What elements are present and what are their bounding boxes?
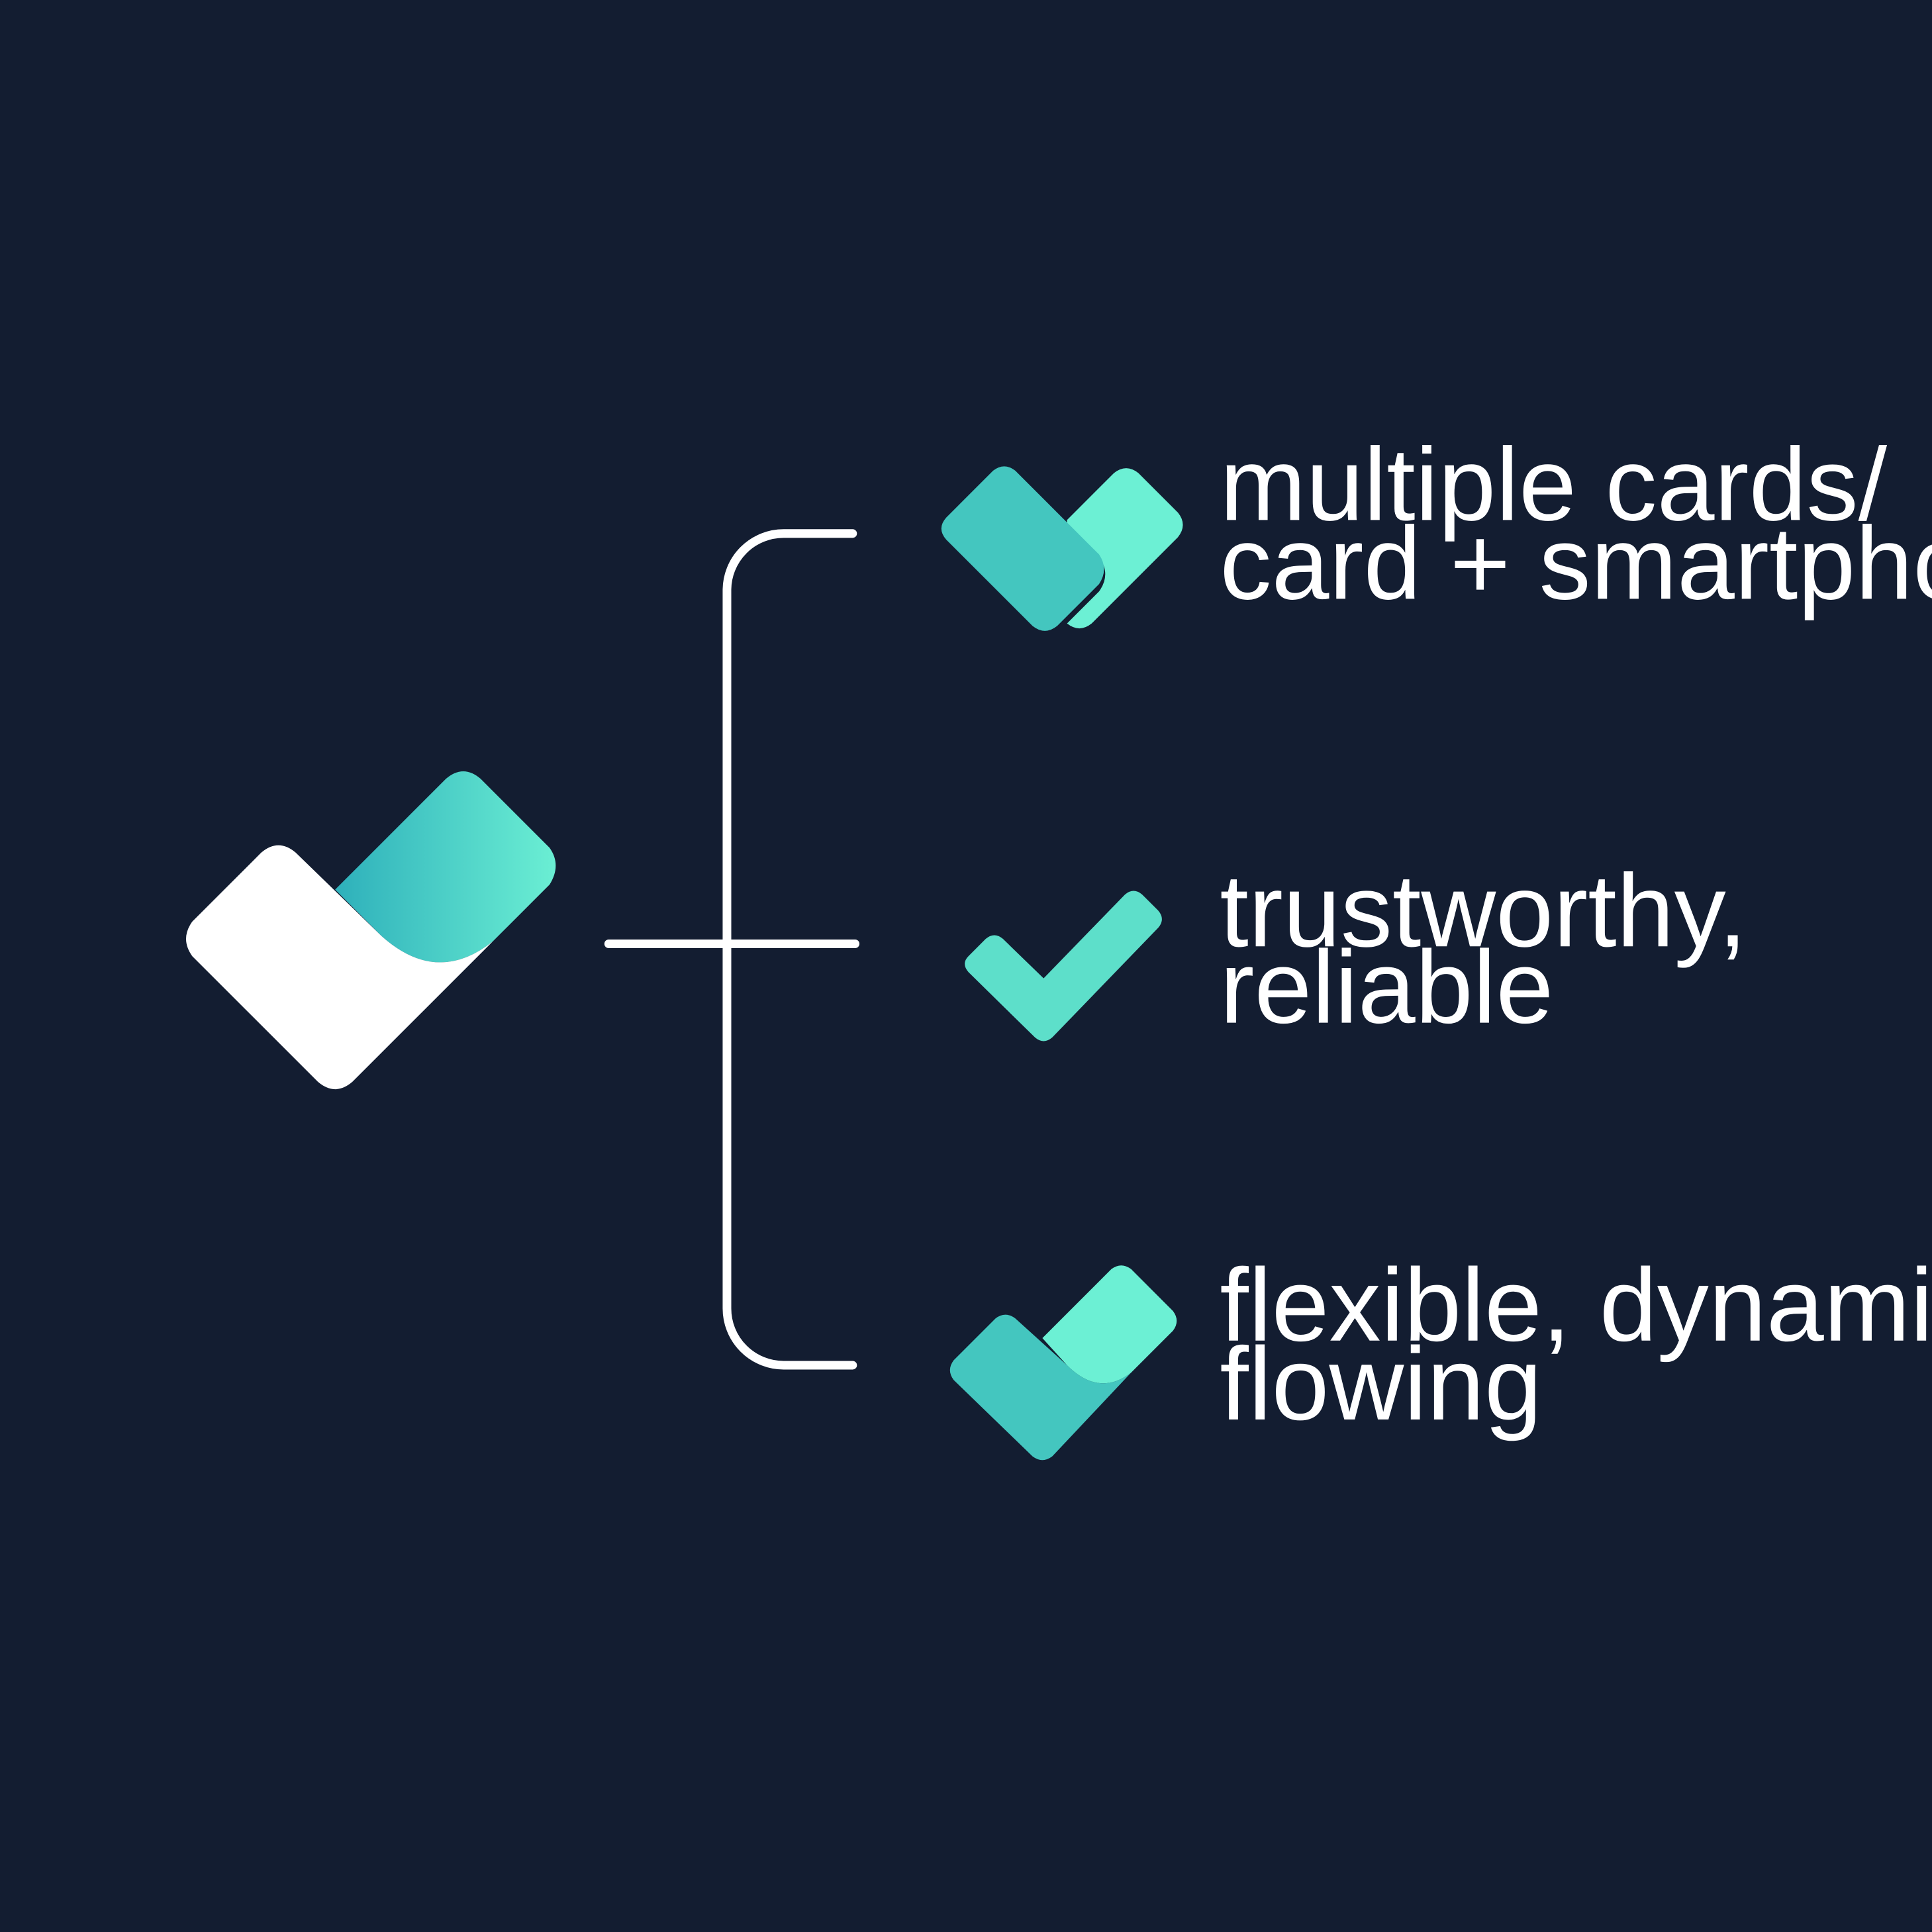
feature-label-3: flexible, dynamic, flowing bbox=[1220, 1247, 1932, 1442]
feature-3-line-2: flowing bbox=[1220, 1326, 1542, 1442]
bracket-connector bbox=[604, 529, 860, 1370]
feature-1-line-2: card + smartphone bbox=[1220, 505, 1932, 621]
stacked-cards-icon bbox=[941, 466, 1183, 631]
feature-2-line-1: trustworthy, bbox=[1220, 853, 1747, 969]
feature-label-1: multiple cards/ card + smartphone bbox=[1220, 426, 1932, 621]
feature-2-line-2: reliable bbox=[1220, 930, 1553, 1045]
checkmark-icon bbox=[965, 891, 1162, 1041]
flowing-checkmark-icon bbox=[949, 1265, 1177, 1461]
feature-3-line-1: flexible, dynamic, bbox=[1220, 1247, 1932, 1363]
logo-checkmark-icon bbox=[186, 771, 556, 1090]
feature-1-line-1: multiple cards/ bbox=[1220, 426, 1887, 542]
feature-label-2: trustworthy, reliable bbox=[1220, 853, 1747, 1045]
